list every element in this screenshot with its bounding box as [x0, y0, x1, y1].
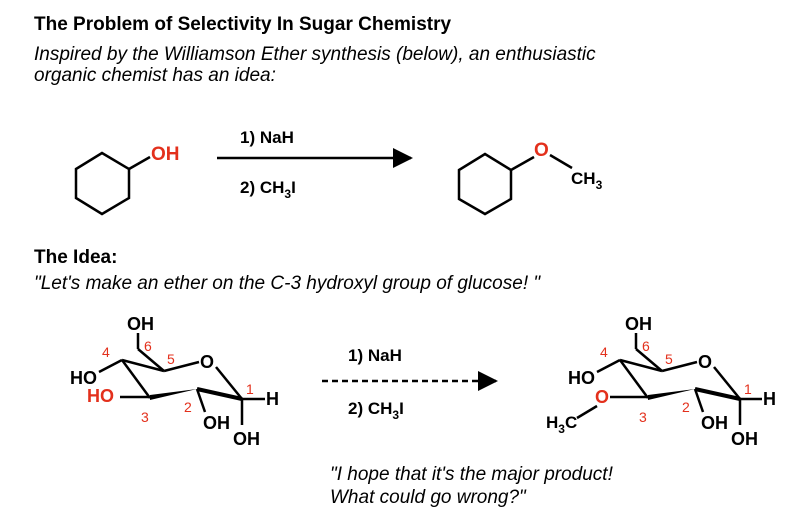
product-c4-hydroxyl-label: HO	[568, 368, 595, 388]
cyclohexanol: OH	[74, 144, 180, 216]
page-title: The Problem of Selectivity In Sugar Chem…	[34, 14, 452, 35]
methylated-glucose: OH O HO O H3C OH H OH 6 5 4 3 2 1	[546, 314, 776, 449]
reagent-step-2-glucose: 2) CH3I	[348, 399, 404, 422]
product-bond-c5-c6	[635, 348, 663, 372]
anomeric-hydrogen-label: H	[266, 389, 279, 409]
bond-o-c1	[215, 366, 243, 400]
hydroxyl-label: OH	[151, 144, 180, 165]
hope-quote: "I hope that it's the major product! Wha…	[330, 463, 613, 509]
bond-c3-c4	[120, 359, 152, 399]
intro-text: Inspired by the Williamson Ether synthes…	[34, 44, 596, 86]
product-bond-c5-o	[661, 360, 698, 373]
product-carbon-number-6: 6	[642, 338, 650, 354]
glucose: OH O HO HO OH H OH 6 5 4 3 2 1	[70, 314, 279, 449]
methoxy-oxygen-label: O	[595, 387, 609, 407]
bond-c2-o2	[195, 388, 207, 413]
product-bond-c2-o2	[693, 388, 705, 413]
product-ring-oxygen-label: O	[698, 352, 712, 372]
hope-line-2: What could go wrong?"	[330, 487, 526, 508]
c4-hydroxyl-label: HO	[70, 368, 97, 388]
hope-line-1: "I hope that it's the major product!	[330, 464, 613, 485]
reagent-step-2: 2) CH3I	[240, 178, 296, 201]
carbon-number-4: 4	[102, 344, 110, 360]
cyclohexane-ring-product	[457, 152, 513, 216]
bond-c5-o	[163, 360, 200, 373]
idea-heading: The Idea:	[34, 247, 118, 268]
intro-line-2: organic chemist has an idea:	[34, 65, 276, 86]
bond-c1-c2	[196, 387, 243, 401]
product-bond-c4-c5	[619, 358, 663, 373]
o-ch3-bond	[549, 153, 573, 170]
product-anomeric-hydrogen-label: H	[763, 389, 776, 409]
ring-oxygen-label: O	[200, 352, 214, 372]
carbon-number-5: 5	[167, 351, 175, 367]
c-o-bond-product	[510, 155, 535, 172]
product-bond-c3-c4	[618, 359, 650, 399]
bond-c4-o4	[98, 358, 123, 374]
bond-c2-c3-wedge	[150, 389, 197, 400]
c2-hydroxyl-label: OH	[203, 413, 230, 433]
reagent-step-1-glucose: 1) NaH	[348, 346, 402, 365]
product-anomeric-hydroxyl-label: OH	[731, 429, 758, 449]
methoxy-methyl-label: H3C	[546, 413, 577, 436]
reaction-2-conditions: 1) NaH 2) CH3I	[322, 346, 498, 422]
methoxycyclohexane: O CH3	[457, 140, 603, 216]
bond-c5-c6	[137, 348, 165, 372]
product-bond-o-c1	[713, 366, 741, 400]
product-bond-c4-o4	[596, 358, 621, 374]
carbon-number-2: 2	[184, 399, 192, 415]
product-carbon-number-3: 3	[639, 409, 647, 425]
idea-quote: "Let's make an ether on the C-3 hydroxyl…	[34, 273, 541, 294]
cyclohexane-ring	[74, 151, 131, 216]
methoxy-o-c-bond	[576, 404, 598, 420]
intro-line-1: Inspired by the Williamson Ether synthes…	[34, 44, 596, 65]
product-bond-c1-c2	[694, 387, 741, 401]
c-o-bond	[128, 155, 151, 171]
product-carbon-number-2: 2	[682, 399, 690, 415]
product-bond-c2-c3-wedge	[648, 389, 695, 400]
ether-oxygen-label: O	[534, 140, 549, 161]
carbon-number-3: 3	[141, 409, 149, 425]
reaction-1-conditions: 1) NaH 2) CH3I	[217, 128, 413, 201]
methyl-label: CH3	[571, 169, 603, 192]
reagent-step-1: 1) NaH	[240, 128, 294, 147]
product-c6-hydroxyl-label: OH	[625, 314, 652, 334]
product-carbon-number-5: 5	[665, 351, 673, 367]
carbon-number-6: 6	[144, 338, 152, 354]
bond-c4-c5	[121, 358, 165, 373]
product-c2-hydroxyl-label: OH	[701, 413, 728, 433]
anomeric-hydroxyl-label: OH	[233, 429, 260, 449]
product-carbon-number-1: 1	[744, 381, 752, 397]
c3-hydroxyl-label: HO	[87, 386, 114, 406]
product-carbon-number-4: 4	[600, 344, 608, 360]
c6-hydroxyl-label: OH	[127, 314, 154, 334]
carbon-number-1: 1	[246, 381, 254, 397]
